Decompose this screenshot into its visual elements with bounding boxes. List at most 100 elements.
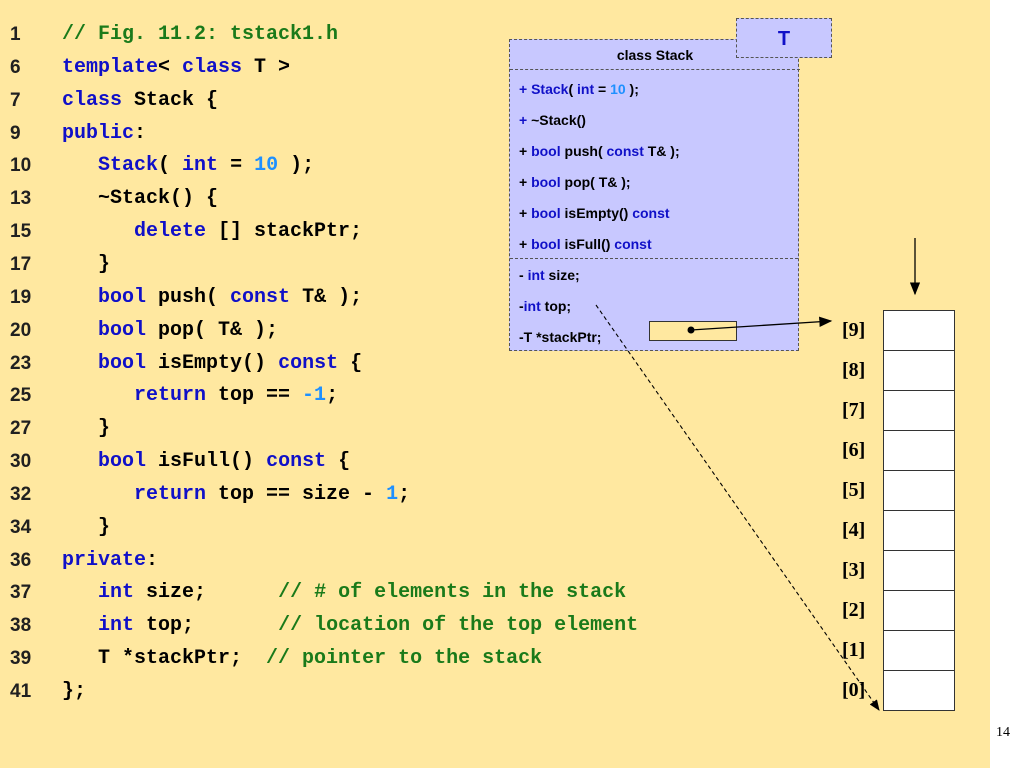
- code-line: 39 T *stackPtr; // pointer to the stack: [0, 643, 760, 675]
- line-number: 6: [10, 56, 21, 78]
- line-number: 1: [10, 24, 21, 45]
- code-text: public:: [62, 118, 146, 150]
- code-token: const: [614, 236, 652, 252]
- code-token: int: [98, 614, 135, 638]
- code-line: 38 int top; // location of the top eleme…: [0, 610, 760, 642]
- code-token: -: [519, 298, 524, 314]
- code-token: top == size -: [206, 482, 387, 506]
- code-line: 19 bool push( const T& );: [0, 282, 760, 314]
- code-token: public: [62, 121, 135, 145]
- uml-operation: + bool push( const T& );: [519, 136, 680, 166]
- code-token: size;: [134, 581, 279, 605]
- code-token: {: [326, 450, 351, 474]
- code-token: T >: [242, 55, 291, 79]
- uml-attribute: -int top;: [519, 291, 571, 321]
- code-token: 10: [610, 81, 626, 97]
- line-number: 7: [10, 89, 21, 111]
- code-token: top;: [540, 298, 572, 314]
- stack-cell: [883, 630, 955, 671]
- code-token: bool: [531, 143, 561, 159]
- code-token: bool: [98, 351, 147, 375]
- code-token: top;: [134, 614, 279, 638]
- line-number: 32: [10, 483, 32, 505]
- code-token: +: [519, 236, 532, 252]
- code-text: };: [62, 676, 86, 708]
- stack-index-label: [1]: [842, 639, 866, 661]
- code-token: ~Stack() {: [62, 187, 219, 211]
- code-token: // location of the top element: [278, 614, 639, 638]
- page-number: 14: [996, 725, 1010, 740]
- line-number: 34: [10, 516, 32, 538]
- code-text: int size; // # of elements in the stack: [62, 577, 626, 609]
- line-number: 38: [10, 615, 32, 637]
- code-line: 27 }: [0, 413, 760, 445]
- code-token: -: [519, 267, 528, 283]
- code-token: =: [594, 81, 611, 97]
- code-line: 15 delete [] stackPtr;: [0, 216, 760, 248]
- code-token: 1: [386, 482, 399, 506]
- code-token: Stack: [531, 81, 569, 97]
- line-number: 25: [10, 385, 32, 407]
- code-token: T *stackPtr;: [62, 647, 267, 671]
- code-token: int: [182, 154, 219, 178]
- stack-index-label: [4]: [842, 519, 866, 541]
- code-token: {: [338, 351, 363, 375]
- code-line: 20 bool pop( T& );: [0, 315, 760, 347]
- code-token: return: [134, 384, 207, 408]
- code-token: pop( T& );: [560, 174, 631, 190]
- code-line: 25 return top == -1;: [0, 380, 760, 412]
- code-token: 10: [254, 154, 279, 178]
- line-number: 41: [10, 681, 32, 702]
- stack-cell: [883, 470, 955, 511]
- code-token: size;: [544, 267, 580, 283]
- code-token: bool: [98, 285, 147, 309]
- code-text: return top == -1;: [62, 380, 338, 412]
- stack-index-label: [8]: [842, 359, 866, 381]
- code-text: bool isFull() const {: [62, 446, 350, 478]
- uml-attribute: - int size;: [519, 260, 580, 290]
- code-token: const: [606, 143, 644, 159]
- stack-index-label: [7]: [842, 399, 866, 421]
- code-token: int: [523, 298, 541, 314]
- code-token: +: [519, 81, 532, 97]
- uml-class-title: class Stack: [510, 40, 800, 70]
- code-token: push(: [146, 285, 231, 309]
- line-number: 9: [10, 122, 21, 144]
- code-token: // pointer to the stack: [266, 647, 543, 671]
- code-line: 37 int size; // # of elements in the sta…: [0, 577, 760, 609]
- code-token: int: [527, 267, 545, 283]
- code-token: int: [577, 81, 595, 97]
- line-number: 20: [10, 319, 32, 341]
- code-token: }: [62, 417, 111, 441]
- code-text: T *stackPtr; // pointer to the stack: [62, 643, 542, 675]
- line-number: 36: [10, 549, 32, 571]
- code-token: );: [625, 81, 639, 97]
- stack-index-label: [6]: [842, 439, 866, 461]
- code-text: int top; // location of the top element: [62, 610, 638, 642]
- code-text: ~Stack() {: [62, 183, 218, 215]
- code-token: pop( T& );: [146, 318, 279, 342]
- code-token: +: [519, 112, 532, 128]
- line-number: 37: [10, 582, 32, 604]
- stack-cell: [883, 430, 955, 471]
- code-token: bool: [531, 174, 561, 190]
- code-text: }: [62, 249, 110, 281]
- code-token: top ==: [206, 384, 303, 408]
- code-token: push(: [560, 143, 607, 159]
- code-token: isFull(): [560, 236, 615, 252]
- code-token: private: [62, 548, 147, 572]
- code-line: 13 ~Stack() {: [0, 183, 760, 215]
- line-number: 39: [10, 648, 32, 670]
- stack-cell: [883, 670, 955, 711]
- line-number: 23: [10, 352, 32, 374]
- code-line: 30 bool isFull() const {: [0, 446, 760, 478]
- line-number: 19: [10, 286, 32, 308]
- uml-divider: [510, 258, 798, 259]
- uml-operation: + Stack( int = 10 );: [519, 74, 639, 104]
- code-token: bool: [531, 236, 561, 252]
- top-index-dashed-arrow: [595, 304, 880, 711]
- code-token: <: [158, 55, 183, 79]
- stack-index-label: [2]: [842, 599, 866, 621]
- code-token: +: [519, 205, 532, 221]
